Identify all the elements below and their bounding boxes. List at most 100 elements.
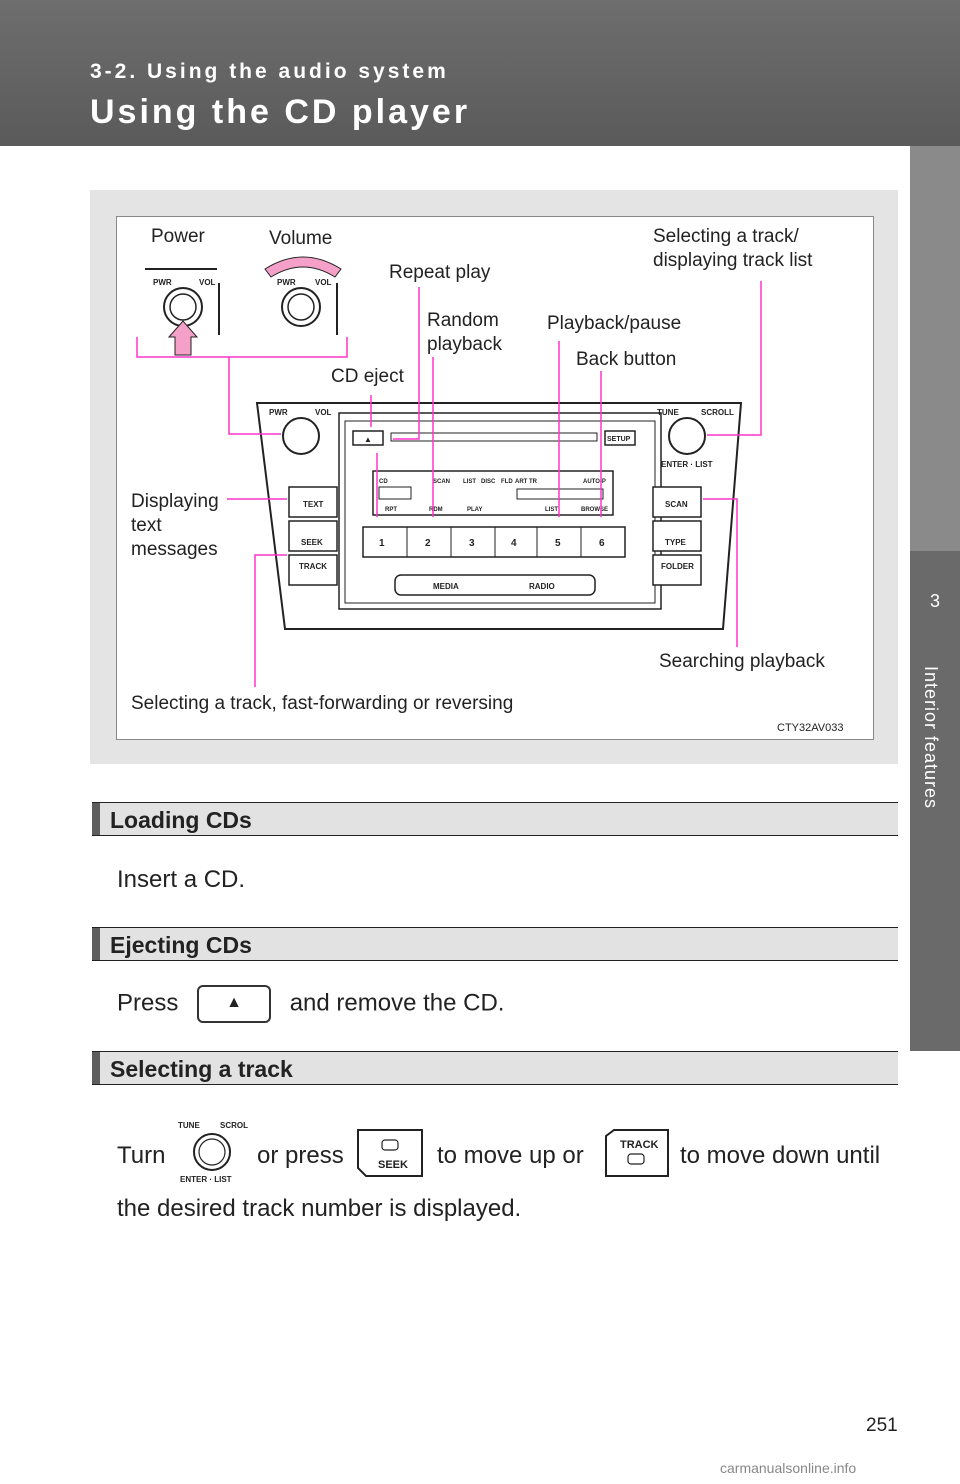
display-tr: TR <box>529 479 538 485</box>
svg-text:▲: ▲ <box>364 435 372 444</box>
folder-button <box>652 554 702 586</box>
selecting-track-move-down: to move down until <box>680 1142 881 1169</box>
type-button <box>652 520 702 552</box>
display-list: LIST <box>463 479 476 485</box>
display-screen <box>372 470 614 516</box>
audio-unit-svg: Power Volume Repeat play Selecting a tra… <box>131 226 843 734</box>
track-button <box>288 554 338 586</box>
preset-buttons <box>362 526 626 558</box>
selecting-track-line2: the desired track number is displayed. <box>117 1195 522 1222</box>
scroll-label: SCROLL <box>701 408 734 417</box>
display-rpt: RPT <box>385 507 397 513</box>
callout-playback-pause: Playback/pause <box>547 313 681 334</box>
rotate-arrow-icon <box>264 256 342 278</box>
chapter-name: Interior features <box>921 666 941 810</box>
vol-label: VOL <box>315 408 332 417</box>
press-text: Press <box>117 989 179 1017</box>
text-button <box>288 486 338 518</box>
selecting-track-turn: Turn <box>117 1142 166 1169</box>
preset-4: 4 <box>511 538 517 549</box>
page-header: 3-2. Using the audio system Using the CD… <box>0 0 960 146</box>
inset-vol2-label: VOL <box>315 278 332 287</box>
figure-code: CTY32AV033 <box>777 722 843 734</box>
page-title: Using the CD player <box>90 93 471 131</box>
seek-button-icon: SEEK <box>357 1129 423 1177</box>
ejecting-cds-text: Press ▲ and remove the CD. <box>117 985 504 1023</box>
inline-enter-list-label: ENTER · LIST <box>180 1175 232 1184</box>
enter-list-label: ENTER · LIST <box>661 460 713 469</box>
setup-button <box>604 430 636 446</box>
callout-random-2: playback <box>427 334 502 355</box>
text-label: TEXT <box>303 500 324 509</box>
callout-displaying-3: messages <box>131 539 218 560</box>
inline-seek-label: SEEK <box>378 1159 408 1171</box>
heading-loading-cds-text: Loading CDs <box>110 807 252 833</box>
preset-3: 3 <box>469 538 475 549</box>
seek-button <box>288 520 338 552</box>
pwr-label: PWR <box>269 408 288 417</box>
display-disc: DISC <box>481 479 496 485</box>
inset-vol-label: VOL <box>199 278 216 287</box>
inline-track-label: TRACK <box>620 1139 659 1151</box>
cd-slot <box>390 432 598 442</box>
display-auto-p: AUTO-P <box>583 479 606 485</box>
display-art: ART <box>515 479 528 485</box>
section-label: 3-2. Using the audio system <box>90 60 449 83</box>
callout-selecting-track-2: displaying track list <box>653 250 813 271</box>
heading-ejecting-cds-text: Ejecting CDs <box>110 932 252 958</box>
display-scan: SCAN <box>433 479 450 485</box>
chapter-number: 3 <box>929 591 940 611</box>
inset-knobs: PWR VOL PWR VOL <box>145 256 342 356</box>
chapter-side-tab: 3 Interior features <box>910 146 960 1446</box>
preset-1: 1 <box>379 538 385 549</box>
heading-selecting-track: Selecting a track <box>92 1051 898 1085</box>
inline-tune-label: TUNE <box>178 1121 200 1130</box>
selecting-track-or-press: or press <box>257 1142 344 1169</box>
media-label: MEDIA <box>433 582 459 591</box>
callout-power: Power <box>151 226 206 247</box>
callout-selecting-fast: Selecting a track, fast-forwarding or re… <box>131 693 513 714</box>
callout-selecting-track-1: Selecting a track/ <box>653 226 799 247</box>
display-browse: BROWSE <box>581 507 608 513</box>
loading-cds-text: Insert a CD. <box>117 866 246 893</box>
radio-label: RADIO <box>529 582 555 591</box>
callout-cd-eject: CD eject <box>331 366 405 387</box>
selecting-track-move-up: to move up or <box>437 1142 584 1169</box>
display-rdm: RDM <box>429 507 443 513</box>
display-cd: CD <box>379 479 388 485</box>
eject-button <box>352 430 384 446</box>
display-list2: LIST <box>545 507 558 513</box>
page-number: 251 <box>866 1415 898 1436</box>
track-button-icon: TRACK <box>605 1129 669 1177</box>
track-label: TRACK <box>299 562 327 571</box>
audio-unit-diagram: Power Volume Repeat play Selecting a tra… <box>116 216 874 740</box>
callout-volume: Volume <box>269 228 332 249</box>
scan-label: SCAN <box>665 500 688 509</box>
side-tab-lower <box>910 551 960 1051</box>
power-volume-knob <box>282 417 320 455</box>
tune-scroll-knob-icon: TUNE SCROLL ENTER · LIST <box>178 1121 248 1184</box>
tune-scroll-knob <box>668 417 706 455</box>
watermark: carmanualsonline.info <box>720 1460 857 1476</box>
setup-label: SETUP <box>607 436 631 443</box>
callout-searching-playback: Searching playback <box>659 651 825 672</box>
audio-unit-body: PWR VOL TUNE SCROLL ENTER · LIST ▲ SETUP… <box>255 402 743 630</box>
press-arrow-icon <box>167 320 199 356</box>
callout-random-1: Random <box>427 310 499 331</box>
inset-pwr-label: PWR <box>153 278 172 287</box>
callout-repeat-play: Repeat play <box>389 262 491 283</box>
heading-ejecting-cds: Ejecting CDs <box>92 927 898 961</box>
side-tab-upper <box>910 146 960 551</box>
remove-cd-text: and remove the CD. <box>289 989 505 1017</box>
callout-displaying-2: text <box>131 515 162 536</box>
display-play: PLAY <box>467 507 482 513</box>
callout-leader-lines <box>136 281 762 687</box>
callout-displaying-1: Displaying <box>131 491 219 512</box>
callout-back-button: Back button <box>576 349 676 370</box>
preset-6: 6 <box>599 538 605 549</box>
preset-5: 5 <box>555 538 561 549</box>
inline-scroll-label: SCROLL <box>220 1121 248 1130</box>
inset-pwr2-label: PWR <box>277 278 296 287</box>
media-radio-button <box>394 574 596 596</box>
heading-loading-cds: Loading CDs <box>92 802 898 836</box>
